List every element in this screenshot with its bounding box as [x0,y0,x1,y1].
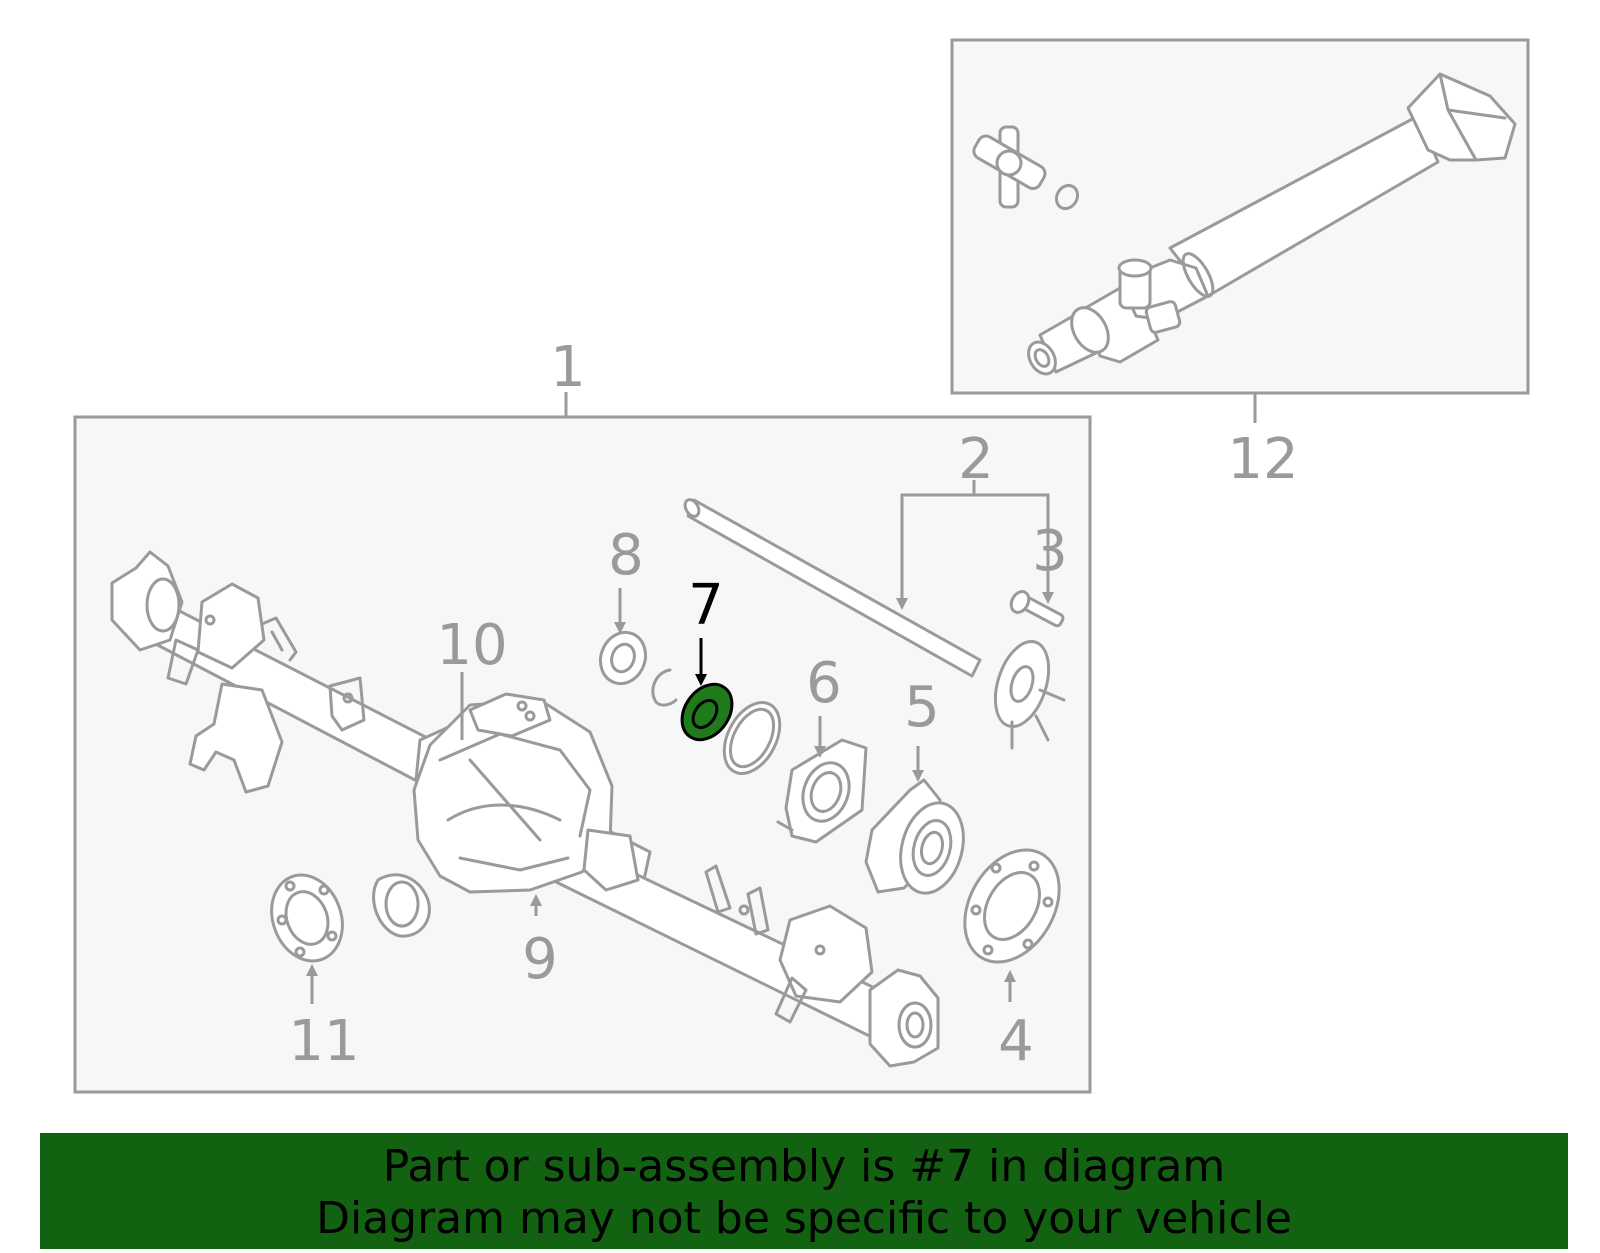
callout-1: 1 [550,335,586,400]
drive-shaft-icon [1027,72,1517,376]
banner-line-2: Diagram may not be specific to your vehi… [316,1193,1292,1244]
callout-4: 4 [998,1009,1034,1074]
banner-line-1: Part or sub-assembly is #7 in diagram [382,1141,1226,1192]
callout-6: 6 [806,651,842,716]
callout-7: 7 [688,573,724,638]
callout-9: 9 [522,927,558,992]
callout-5: 5 [904,675,940,740]
leader-6-arrow [814,746,826,758]
leader-9-arrow [530,894,542,906]
callout-8: 8 [608,523,644,588]
callout-3: 3 [1032,519,1068,584]
seal-plate-icon [963,848,1061,964]
o-ring-icon [722,701,782,775]
leader-3-arrow [1042,592,1054,604]
wheel-bolt-icon [1009,590,1065,628]
bearing-icon [598,630,678,707]
leader-4-arrow [1004,970,1016,982]
snap-ring-icon [651,668,678,707]
axle-shaft-icon [683,498,1066,750]
seal-icon [680,682,734,742]
seal-left-icon [270,873,344,963]
callout-10: 10 [436,613,507,678]
info-banner: Part or sub-assembly is #7 in diagram Di… [40,1133,1568,1249]
axle-housing-icon [110,550,940,1068]
retainer-plate-icon [776,738,868,844]
universal-joint-icon [972,125,1080,211]
bearing-hub-icon [864,778,965,895]
callout-12: 12 [1227,427,1298,492]
leader-2-arrow [896,598,908,610]
leader-7-arrow [695,674,707,686]
callout-2: 2 [958,427,994,492]
leader-8-arrow [614,622,626,634]
callout-11: 11 [288,1009,359,1074]
leader-5-arrow [912,770,924,782]
leader-11-arrow [306,964,318,976]
